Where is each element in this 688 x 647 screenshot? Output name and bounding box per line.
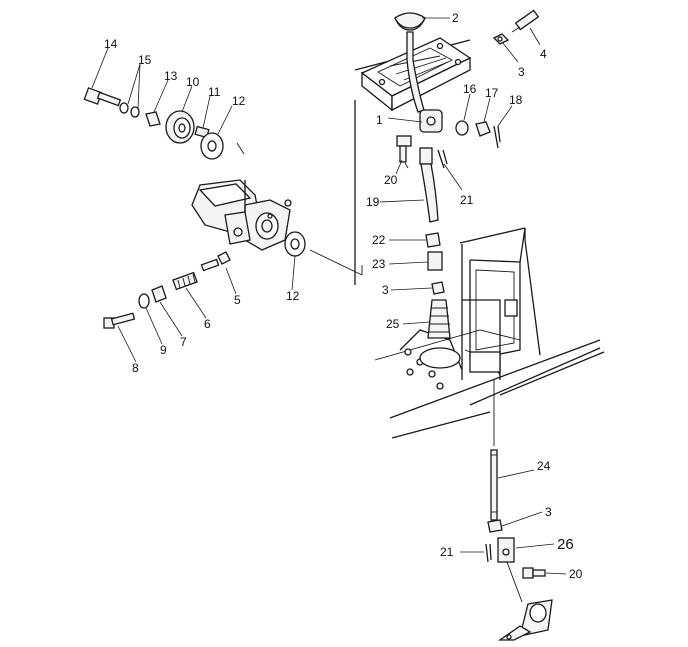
callout-3-mid: 3: [382, 283, 389, 297]
callout-21-bottom: 21: [440, 545, 454, 559]
callout-3-bottom: 3: [545, 505, 552, 519]
spring-part-6: [172, 271, 198, 291]
callout-23: 23: [372, 257, 386, 271]
nut-part-3-bottom: [487, 519, 503, 533]
nut-part-13: [145, 111, 161, 127]
washer-part-15a: [119, 102, 129, 114]
bolt-part-4: [511, 9, 540, 33]
nut-part-17: [475, 121, 491, 137]
bolt-part-5: [200, 251, 231, 272]
nut-part-3-mid: [431, 281, 445, 295]
bolt-part-14: [83, 87, 122, 107]
callout-20-bottom: 20: [569, 567, 583, 581]
callout-16: 16: [463, 82, 477, 96]
washer-part-15b: [130, 106, 140, 118]
clip-part-21-top: [437, 149, 448, 169]
callout-6: 6: [204, 317, 211, 331]
callout-4: 4: [540, 47, 547, 61]
callout-12-bottom: 12: [286, 289, 300, 303]
rod-part-24: [490, 449, 498, 521]
connection-lines: [236, 142, 523, 603]
callout-26: 26: [557, 536, 574, 553]
shift-gate-plate: [360, 37, 472, 112]
sleeve-part-23: [427, 251, 443, 271]
callout-3-top: 3: [518, 65, 525, 79]
callout-25: 25: [386, 317, 400, 331]
clevis-part-26: [497, 537, 515, 563]
callout-2: 2: [452, 11, 459, 25]
pulley-part-10: [165, 110, 195, 144]
callout-17: 17: [485, 86, 499, 100]
callout-11: 11: [208, 85, 221, 99]
callout-19: 19: [366, 195, 380, 209]
bolt-part-20-top: [396, 135, 412, 163]
callouts: 2 4 3 14 15 13 10 11 12 16 17 18 1 20 21…: [104, 11, 583, 581]
pin-part-18: [493, 125, 501, 149]
clip-part-21-bottom: [485, 543, 492, 563]
boot-part-25: [427, 299, 451, 339]
knob-part-2: [394, 12, 426, 29]
callout-20-top: 20: [384, 173, 398, 187]
callout-1: 1: [376, 113, 383, 127]
callout-18: 18: [509, 93, 523, 107]
console-panel: [354, 39, 541, 390]
callout-22: 22: [372, 233, 386, 247]
lower-lever-arm: [497, 599, 553, 641]
floor-frame: [374, 329, 605, 439]
callout-9: 9: [160, 343, 167, 357]
callout-13: 13: [164, 69, 178, 83]
washer-part-12-top: [200, 132, 224, 160]
nut-part-22: [425, 232, 441, 248]
callout-10: 10: [186, 75, 200, 89]
rod-part-19: [419, 147, 439, 223]
callout-21-top: 21: [460, 193, 474, 207]
nut-part-3-top: [492, 33, 510, 45]
washer-part-12-bottom: [284, 231, 306, 257]
washer-part-9: [138, 293, 150, 309]
callout-5: 5: [234, 293, 241, 307]
callout-8: 8: [132, 361, 139, 375]
callout-14: 14: [104, 37, 118, 51]
callout-7: 7: [180, 335, 187, 349]
callout-24: 24: [537, 459, 551, 473]
callout-12-top: 12: [232, 94, 246, 108]
leader-lines: [91, 17, 567, 575]
bolt-part-8: [103, 312, 136, 329]
bracket-assembly: [191, 179, 292, 251]
nut-part-7: [151, 285, 167, 303]
washer-part-16: [455, 120, 469, 136]
callout-15: 15: [138, 53, 152, 67]
bolt-part-20-bottom: [522, 567, 546, 579]
